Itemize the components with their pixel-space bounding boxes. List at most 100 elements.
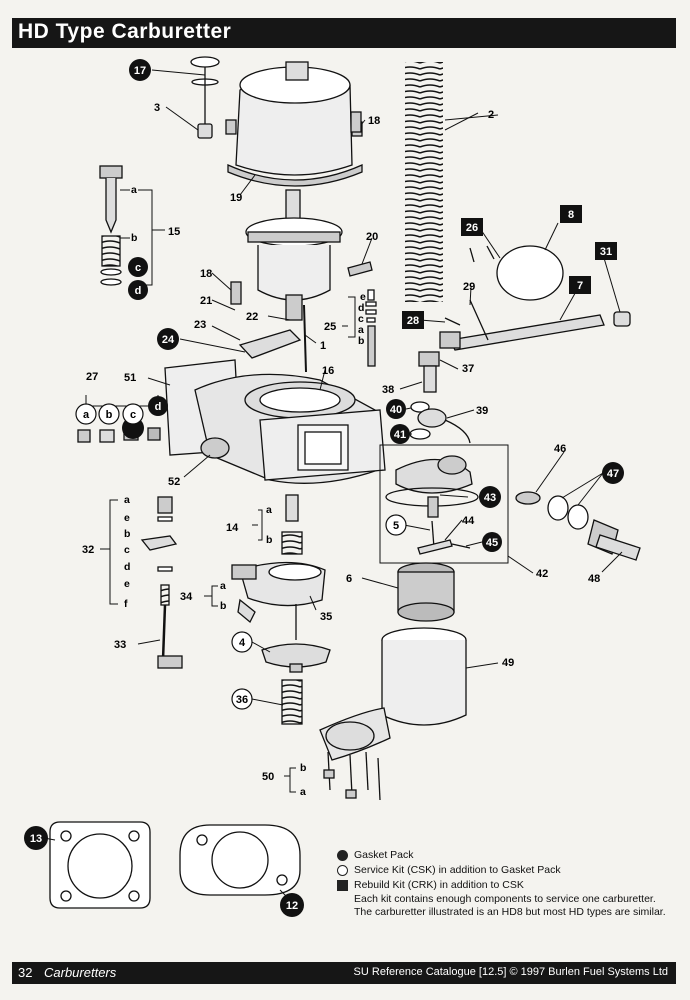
- screw-part: [230, 281, 242, 305]
- svg-text:45: 45: [486, 537, 498, 549]
- svg-text:d: d: [358, 302, 364, 314]
- svg-text:33: 33: [114, 639, 126, 651]
- svg-text:15: 15: [168, 226, 180, 238]
- svg-text:b: b: [124, 528, 130, 540]
- callout-43: 43: [479, 486, 501, 508]
- svg-text:43: 43: [484, 492, 496, 504]
- svg-text:7: 7: [577, 280, 583, 292]
- callout-27d: d: [148, 396, 168, 416]
- svg-text:4: 4: [239, 637, 246, 649]
- svg-text:b: b: [220, 600, 226, 612]
- callout-47: 47: [602, 462, 624, 484]
- piston-part: [245, 189, 343, 373]
- callout-40: 40: [386, 399, 406, 419]
- svg-text:3: 3: [154, 102, 160, 114]
- svg-text:e: e: [124, 578, 130, 590]
- screw-part: [486, 245, 495, 260]
- svg-text:19: 19: [230, 192, 242, 204]
- svg-text:a: a: [220, 580, 226, 592]
- svg-text:42: 42: [536, 568, 548, 580]
- small-parts-27: [77, 427, 161, 443]
- page-footer: 32 Carburetters SU Reference Catalogue […: [12, 962, 676, 984]
- svg-text:17: 17: [134, 65, 146, 77]
- banjo-bolt-part: [418, 351, 440, 393]
- leader-lines: [43, 69, 623, 901]
- svg-text:18: 18: [368, 115, 380, 127]
- callout-24: 24: [157, 328, 179, 350]
- svg-text:5: 5: [393, 520, 399, 532]
- page-title: HD Type Carburetter: [18, 20, 232, 43]
- svg-text:c: c: [124, 544, 130, 556]
- carburetter-body-part: [164, 359, 386, 484]
- svg-text:d: d: [155, 401, 162, 413]
- callout-17: 17: [129, 59, 151, 81]
- gasket-part-12: [179, 824, 301, 896]
- svg-text:b: b: [106, 409, 113, 421]
- svg-text:a: a: [358, 324, 364, 336]
- svg-text:14: 14: [226, 522, 239, 534]
- svg-text:a: a: [83, 409, 90, 421]
- svg-text:32: 32: [82, 544, 94, 556]
- screw-part: [347, 261, 373, 277]
- svg-text:37: 37: [462, 363, 474, 375]
- svg-text:1: 1: [320, 340, 326, 352]
- callout-31: [595, 242, 617, 260]
- section-name: Carburetters: [44, 965, 117, 980]
- screw-part: [469, 247, 475, 263]
- float-chamber-bolt-part: [515, 491, 641, 561]
- svg-text:b: b: [358, 335, 364, 347]
- callout-26: [461, 218, 483, 236]
- svg-text:a: a: [124, 494, 130, 506]
- screw-assembly-part: [99, 165, 123, 286]
- callout-28: [402, 311, 424, 329]
- svg-text:41: 41: [394, 429, 406, 441]
- stud-assembly-part: [365, 289, 377, 367]
- callout-36: [231, 688, 253, 710]
- svg-text:e: e: [124, 512, 130, 524]
- svg-text:c: c: [358, 313, 364, 325]
- legend-rebuild-kit: Rebuild Kit (CRK) in addition to CSK: [336, 878, 676, 893]
- legend-rebuild-kit-label: Rebuild Kit (CRK) in addition to CSK: [354, 879, 524, 891]
- float-chamber-part: [319, 627, 467, 801]
- float-part: [397, 562, 455, 622]
- svg-text:c: c: [130, 409, 136, 421]
- svg-text:38: 38: [382, 384, 394, 396]
- svg-text:48: 48: [588, 573, 600, 585]
- callout-27a: [75, 403, 97, 425]
- svg-text:a: a: [131, 184, 137, 196]
- svg-text:46: 46: [554, 443, 566, 455]
- svg-text:47: 47: [607, 468, 619, 480]
- callout-15c: c: [128, 257, 148, 277]
- svg-text:39: 39: [476, 405, 488, 417]
- svg-text:40: 40: [390, 404, 402, 416]
- callout-13: 13: [24, 826, 48, 850]
- callout-15d: d: [128, 280, 148, 300]
- throttle-disc-part: [496, 245, 564, 301]
- page-header: HD Type Carburetter: [12, 18, 676, 48]
- throttle-spindle-part: [439, 299, 631, 351]
- svg-text:22: 22: [246, 311, 258, 323]
- svg-text:26: 26: [466, 222, 478, 234]
- svg-text:c: c: [135, 262, 141, 274]
- damper-cap-part: [190, 56, 220, 139]
- svg-text:d: d: [135, 285, 142, 297]
- piston-spring-part: [405, 62, 443, 302]
- callout-4: [231, 631, 253, 653]
- svg-text:44: 44: [462, 515, 475, 527]
- svg-text:a: a: [266, 504, 272, 516]
- svg-text:36: 36: [236, 694, 248, 706]
- lever-part: [238, 329, 302, 359]
- linkage-assembly-part: [140, 496, 183, 669]
- svg-text:8: 8: [568, 209, 574, 221]
- float-chamber-lid-part: [385, 455, 479, 555]
- svg-text:b: b: [300, 762, 306, 774]
- svg-text:29: 29: [463, 281, 475, 293]
- callout-labels: 17 24 d c d 40 41 43 45 47 13 12: [24, 59, 624, 917]
- svg-text:13: 13: [30, 833, 42, 845]
- spring-part: [281, 679, 303, 725]
- diaphragm-part: [261, 604, 331, 673]
- svg-text:16: 16: [322, 365, 334, 377]
- svg-text:2: 2: [488, 109, 494, 121]
- svg-text:51: 51: [124, 372, 136, 384]
